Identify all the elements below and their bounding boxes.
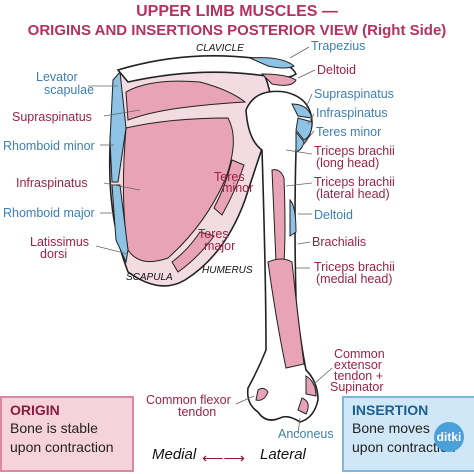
insertion-title: INSERTION [352,402,429,418]
label-teres-minor-1: Teres [214,170,245,184]
page-title: UPPER LIMB MUSCLES — ORIGINS AND INSERTI… [0,2,474,40]
clavicle [116,54,297,86]
ditki-logo[interactable]: ditki [434,422,464,452]
label-triceps-long-2: (long head) [316,156,379,170]
label-triceps-lat-1: Triceps brachii [314,175,395,189]
label-common-flexor-2: tendon [178,405,216,419]
label-teres-major-1: Teres [198,227,229,241]
medial-lateral-arrow: ⟵⟶ [202,450,246,467]
label-teres-minor-2: minor [222,181,253,195]
label-triceps-lat-2: (lateral head) [316,187,390,201]
humerus-label: HUMERUS [202,265,253,276]
scapula-label: SCAPULA [126,272,173,283]
leader-lines [88,46,333,435]
label-supraspinatus-insertion: Supraspinatus [314,87,394,101]
label-brachialis: Brachialis [312,235,366,249]
label-common-ext-3: tendon + [334,369,383,383]
medial-label: Medial [152,446,197,463]
origin-text-1: Bone is stable [10,420,98,436]
origin-legend: ORIGIN Bone is stable upon contraction [0,396,134,472]
scapula [108,59,273,287]
label-infraspinatus-insertion: Infraspinatus [316,106,388,120]
label-rhomboid-major: Rhomboid major [3,206,95,220]
label-common-ext-4: Supinator [330,380,384,394]
insertion-text-1: Bone moves [352,420,430,436]
lateral-label: Lateral [260,446,306,463]
label-common-flexor-1: Common flexor [146,393,231,407]
label-supraspinatus-origin: Supraspinatus [12,110,92,124]
label-triceps-long-1: Triceps brachii [314,144,395,158]
origin-title: ORIGIN [10,402,60,418]
label-deltoid-insertion: Deltoid [314,208,353,222]
title-line-2: ORIGINS AND INSERTIONS POSTERIOR VIEW (R… [27,22,447,39]
label-anconeus: Anconeus [278,427,334,441]
insertion-text-2: upon contraction [352,439,456,455]
insertion-legend: INSERTION Bone moves upon contraction [342,396,474,472]
label-deltoid-origin: Deltoid [317,63,356,77]
label-teres-minor-insertion: Teres minor [316,125,381,139]
label-trapezius: Trapezius [311,39,365,53]
label-infraspinatus-origin: Infraspinatus [16,176,88,190]
clavicle-label: CLAVICLE [196,43,244,54]
label-common-ext-2: extensor [334,358,382,372]
label-common-ext-1: Common [334,347,385,361]
label-teres-major-2: major [204,239,235,253]
label-rhomboid-minor: Rhomboid minor [3,139,95,153]
label-levator-1: Levator [36,70,78,84]
title-line-1: UPPER LIMB MUSCLES — [136,3,338,20]
label-latissimus-1: Latissimus [30,235,89,249]
label-latissimus-2: dorsi [40,247,67,261]
humerus [245,90,319,423]
label-triceps-med-1: Triceps brachii [314,260,395,274]
label-triceps-med-2: (medial head) [316,272,392,286]
label-levator-2: scapulae [44,83,94,97]
origin-text-2: upon contraction [10,439,114,455]
